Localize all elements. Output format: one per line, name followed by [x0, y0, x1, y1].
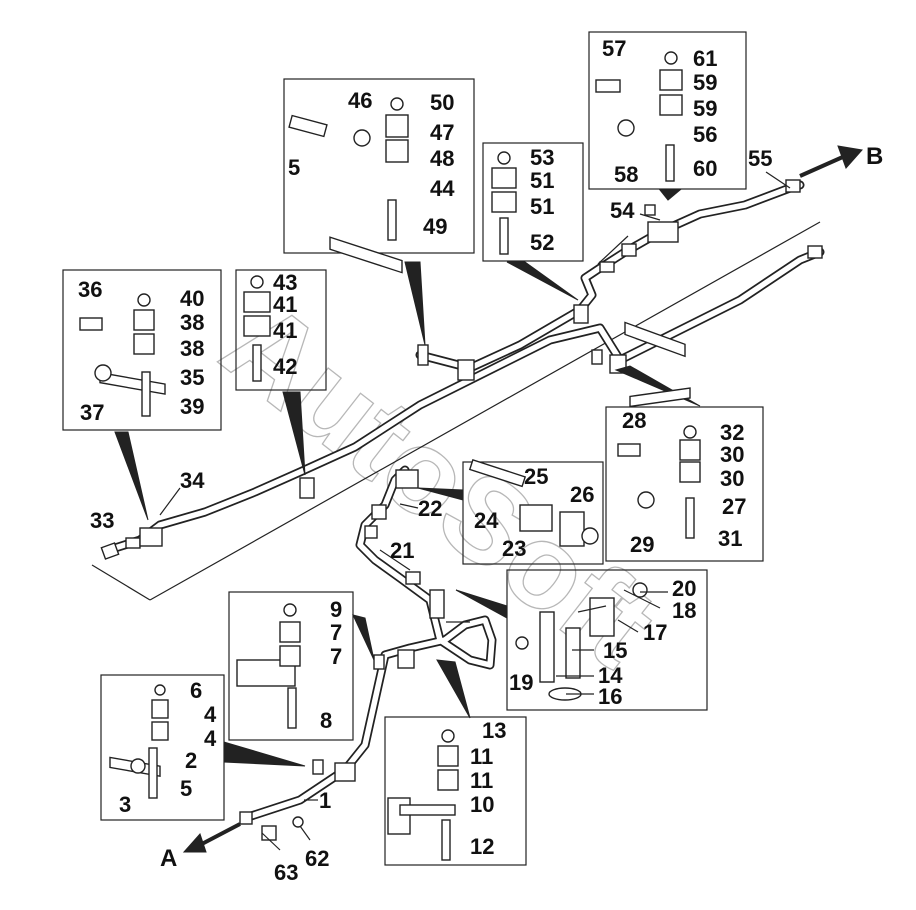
- callout-59b: 59: [693, 96, 717, 121]
- frame-line: [91, 564, 151, 601]
- callout-5: 5: [180, 776, 192, 801]
- callout-29: 29: [630, 532, 654, 557]
- detail-box-6: [605, 365, 764, 562]
- callout-38b: 38: [180, 336, 204, 361]
- detail-box-1: [100, 674, 306, 821]
- detail-box-7: [62, 269, 222, 521]
- callout-49: 49: [423, 214, 447, 239]
- callout-57: 57: [602, 36, 626, 61]
- detail-box-3: [384, 659, 527, 866]
- callout-41b: 41: [273, 318, 297, 343]
- callout-61: 61: [693, 46, 717, 71]
- callout-52: 52: [530, 230, 554, 255]
- callout-3: 3: [119, 792, 131, 817]
- callout-63: 63: [274, 860, 298, 885]
- callout-12: 12: [470, 834, 494, 859]
- callout-30b: 30: [720, 466, 744, 491]
- callout-30: 30: [720, 442, 744, 467]
- arrow-a: A: [160, 822, 241, 872]
- callout-47: 47: [430, 120, 454, 145]
- callout-59: 59: [693, 70, 717, 95]
- callout-16: 16: [598, 684, 622, 709]
- callout-8: 8: [320, 708, 332, 733]
- callout-62: 62: [305, 846, 329, 871]
- direction-label-b: B: [866, 143, 883, 170]
- detail-box-5: [417, 459, 604, 565]
- callout-44: 44: [430, 176, 455, 201]
- callout-27: 27: [722, 494, 746, 519]
- callout-50: 50: [430, 90, 454, 115]
- callout-4b: 4: [204, 726, 217, 751]
- callout-7b: 7: [330, 644, 342, 669]
- callout-leaders: [159, 171, 791, 851]
- brake-pipe-main: [110, 247, 825, 553]
- callout-43: 43: [273, 270, 297, 295]
- direction-label-a: A: [160, 845, 177, 872]
- callout-9: 9: [330, 597, 342, 622]
- callout-13: 13: [482, 718, 506, 743]
- callout-22: 22: [418, 496, 442, 521]
- callout-10: 10: [470, 792, 494, 817]
- brake-pipe-lower: [240, 465, 497, 823]
- arrow-b: B: [799, 143, 883, 178]
- detail-box-8: [235, 269, 327, 476]
- detail-box-9: [283, 78, 475, 346]
- callout-36: 36: [78, 277, 102, 302]
- callout-18: 18: [672, 598, 696, 623]
- callout-48: 48: [430, 146, 454, 171]
- frame-line: [149, 221, 821, 601]
- callout-33: 33: [90, 508, 114, 533]
- callout-51b: 51: [530, 194, 554, 219]
- callout-39: 39: [180, 394, 204, 419]
- callout-15: 15: [603, 638, 627, 663]
- callout-1: 1: [319, 788, 331, 813]
- callout-55: 55: [748, 146, 772, 171]
- callout-31: 31: [718, 526, 742, 551]
- callout-38: 38: [180, 310, 204, 335]
- callout-54: 54: [610, 198, 635, 223]
- detail-box-10: [482, 142, 584, 301]
- callout-11b: 11: [470, 768, 493, 793]
- callout-37: 37: [80, 400, 104, 425]
- callout-34: 34: [180, 468, 205, 493]
- callout-51: 51: [530, 168, 554, 193]
- callout-32: 32: [720, 420, 744, 445]
- callout-labels: 1 2 3 4 4 5 5 6 7 7 8 9 10 11 11 12 13 1…: [78, 36, 772, 885]
- callout-7: 7: [330, 620, 342, 645]
- callout-20: 20: [672, 576, 696, 601]
- callout-2: 2: [185, 748, 197, 773]
- callout-23: 23: [502, 536, 526, 561]
- callout-11: 11: [470, 744, 493, 769]
- callout-4: 4: [204, 702, 217, 727]
- callout-58: 58: [614, 162, 638, 187]
- callout-17: 17: [643, 620, 667, 645]
- callout-41: 41: [273, 292, 297, 317]
- callout-53: 53: [530, 145, 554, 170]
- callout-46: 46: [348, 88, 372, 113]
- callout-60: 60: [693, 156, 717, 181]
- callout-28: 28: [622, 408, 646, 433]
- callout-26: 26: [570, 482, 594, 507]
- callout-14: 14: [598, 663, 623, 688]
- callout-19: 19: [509, 670, 533, 695]
- callout-56: 56: [693, 122, 717, 147]
- callout-35: 35: [180, 365, 204, 390]
- detail-box-2: [228, 591, 375, 741]
- detail-box-4: [455, 569, 708, 711]
- callout-25: 25: [524, 464, 548, 489]
- callout-42: 42: [273, 354, 297, 379]
- callout-6: 6: [190, 678, 202, 703]
- detail-box-11: [588, 31, 747, 358]
- callout-24: 24: [474, 508, 499, 533]
- callout-5b: 5: [288, 155, 300, 180]
- callout-40: 40: [180, 286, 204, 311]
- callout-21: 21: [390, 538, 414, 563]
